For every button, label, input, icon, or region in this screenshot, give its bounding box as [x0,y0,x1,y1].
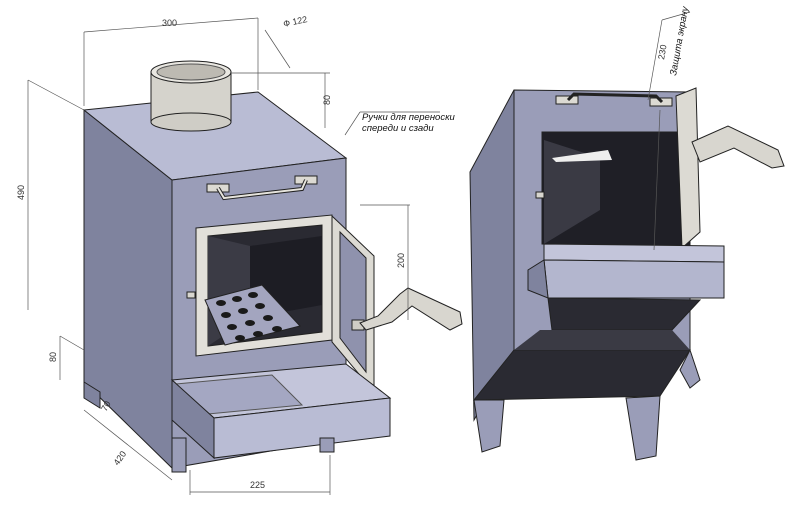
left-stove [82,60,463,473]
front-leg-right [319,437,335,453]
dim-door-height: 200 [396,253,406,268]
carry-handle-front [206,175,318,201]
carry-handle-back [555,92,673,107]
dimension-lines-right [647,11,691,251]
dim-width-top: 300 [162,18,177,28]
firebox-opening [186,214,333,357]
right-firebox-door [675,87,701,250]
right-leg-back [679,348,701,389]
note-screen-label: Защита экрану [668,5,691,77]
dim-ash-width: 225 [250,480,265,490]
dimension-lines-left [27,17,440,495]
note-handles-line2: спереди и сзади [362,123,434,134]
dim-pipe-diameter: Ф 122 [282,14,308,29]
chimney-pipe [150,60,232,132]
note-handles-line1: Ручки для переноски [362,112,456,123]
right-ash-drawer [527,243,725,331]
front-leg-left [171,437,187,473]
dim-depth: 420 [111,449,128,467]
dim-pipe-height: 80 [322,95,332,105]
right-leg-front-left [473,399,505,453]
firebox-door [331,214,375,394]
ash-drawer [170,363,392,460]
side-leg [83,381,101,409]
right-leg-front-right [625,395,661,461]
door-handle [359,287,463,331]
dim-total-height: 490 [16,185,26,200]
right-door-handle [691,125,785,169]
dim-screen-size: 230 [656,44,668,61]
right-stove [469,87,785,461]
dim-leg-offset: 70 [99,399,113,413]
dim-leg-height: 80 [48,352,58,362]
